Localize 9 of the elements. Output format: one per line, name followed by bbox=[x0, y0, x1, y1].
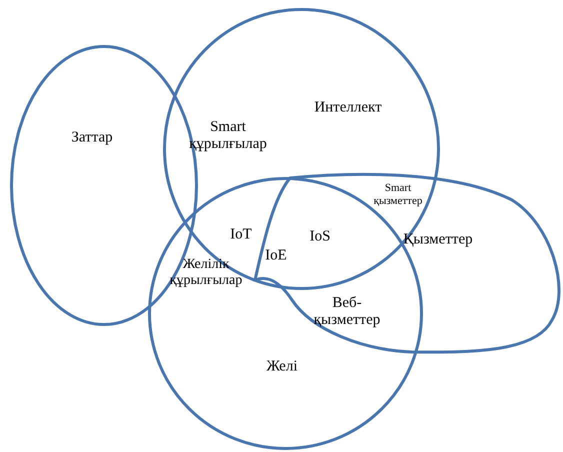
set-blob bbox=[252, 170, 562, 356]
set-label: Желі bbox=[266, 358, 298, 376]
set-label: Заттар bbox=[71, 130, 113, 146]
intersection-label: Веб-қызметтер bbox=[312, 295, 382, 329]
set-label: Интеллект bbox=[314, 100, 382, 116]
intersection-label: IoE bbox=[264, 248, 288, 264]
intersection-label: IoT bbox=[229, 226, 253, 244]
intersection-label: Smart қызметтер bbox=[372, 182, 424, 208]
intersection-label: IoS bbox=[308, 228, 332, 246]
